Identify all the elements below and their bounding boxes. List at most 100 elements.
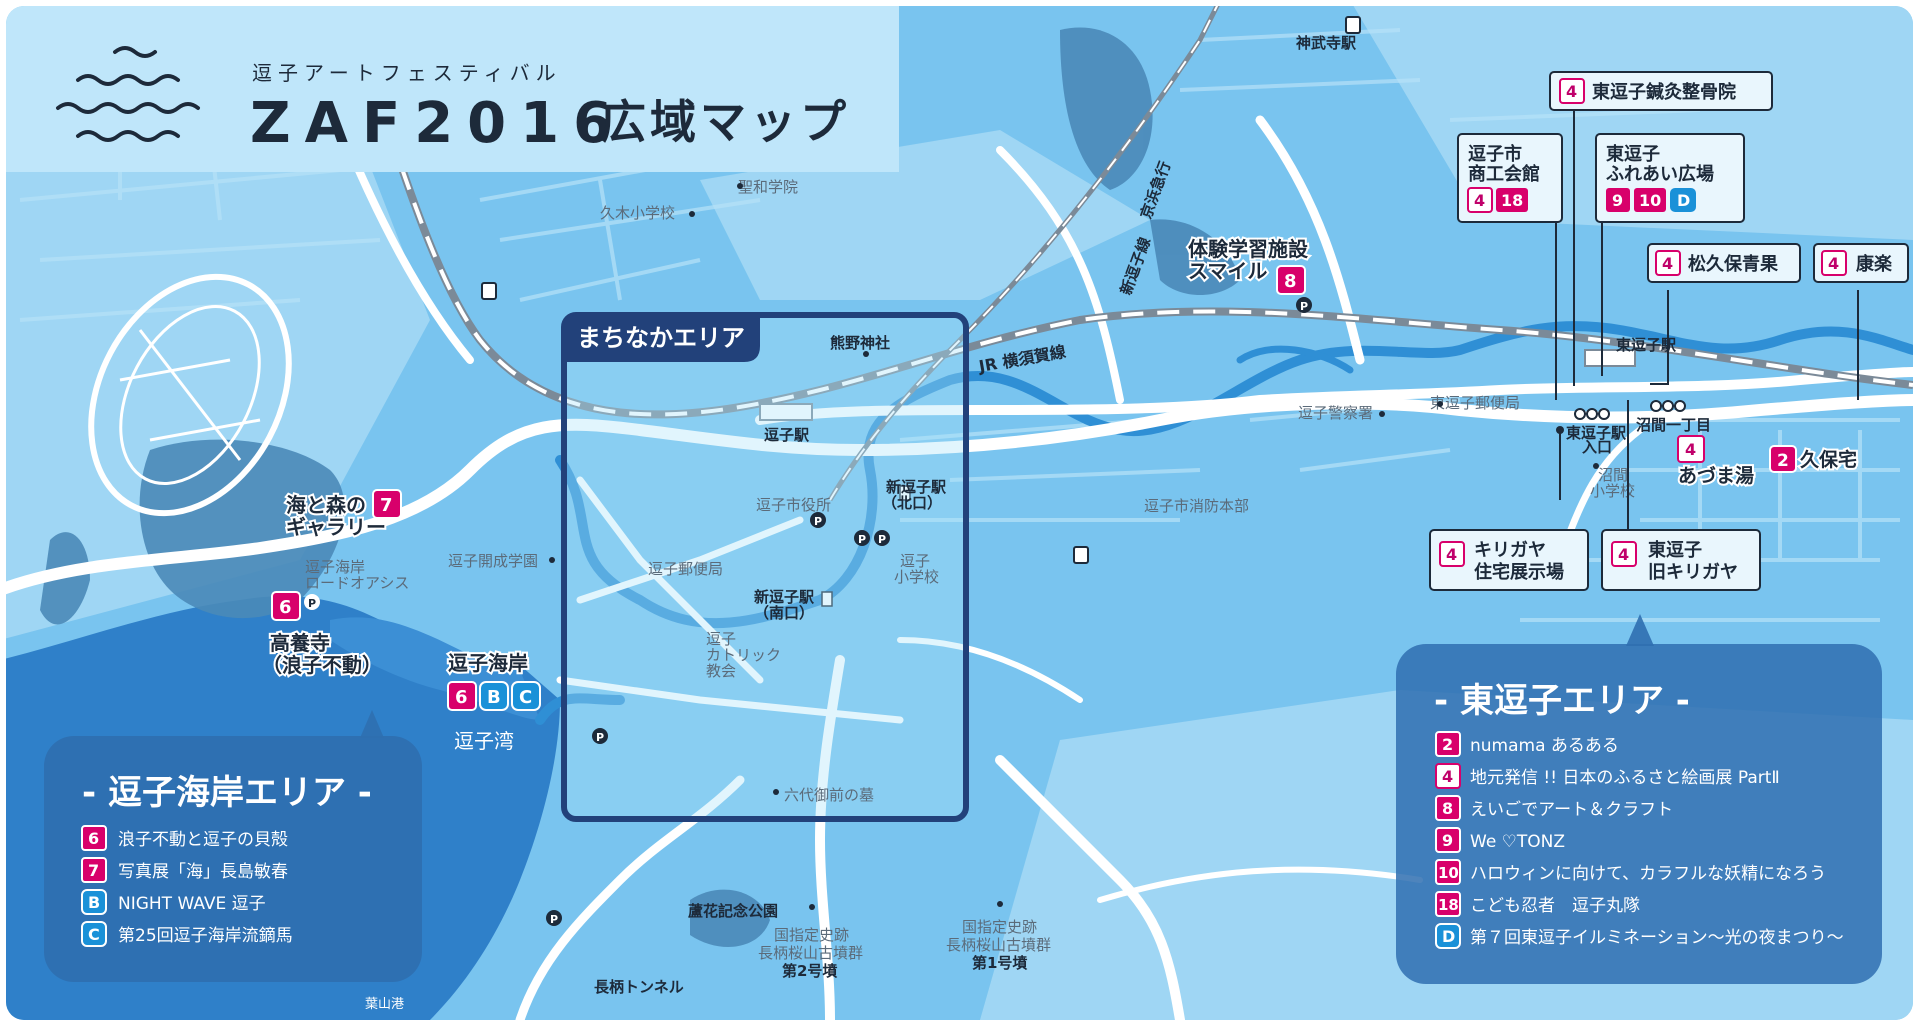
svg-text:P: P xyxy=(858,533,866,546)
title-subtitle: 逗子アートフェスティバル xyxy=(252,61,562,85)
parking-icon: P xyxy=(874,530,890,546)
label-police: 逗子警察署 xyxy=(1298,404,1373,422)
event-badge: 18 xyxy=(1496,188,1528,212)
svg-text:7: 7 xyxy=(88,861,99,880)
label-hisaki: 久木小学校 xyxy=(600,204,675,222)
legend-item-text: 写真展「海」長島敏春 xyxy=(118,862,288,882)
venue-kubo-residence[interactable]: 2 久保宅 xyxy=(1769,445,1859,473)
venue-matsukubo[interactable]: 4 松久保青果 xyxy=(1647,243,1801,283)
machinaka-tab xyxy=(564,315,760,362)
svg-text:6: 6 xyxy=(88,829,99,848)
svg-text:10: 10 xyxy=(1639,191,1661,210)
gas-station-icon xyxy=(481,282,497,300)
venue-name: 逗子海岸 xyxy=(448,651,528,675)
event-chip: 4 xyxy=(1559,78,1585,104)
legend-item: 4 地元発信 !! 日本のふるさと絵画展 PartⅡ xyxy=(1435,763,1780,789)
legend-item-text: ハロウィンに向けて、カラフルな妖精になろう xyxy=(1470,864,1826,884)
venue-zushi-kaigan[interactable]: 逗子海岸 6 B C xyxy=(446,649,541,711)
venue-koyoji[interactable]: 6 高養寺 （浪子不動） xyxy=(260,591,384,679)
label-kofun2-2: 長柄桜山古墳群 xyxy=(758,944,863,962)
machinaka-label: まちなかエリア xyxy=(577,324,745,352)
label-rokudai: 六代御前の墓 xyxy=(784,786,874,804)
stations xyxy=(759,349,1636,607)
label-nagara-tunnel: 長柄トンネル xyxy=(594,978,684,996)
venue-kirigaya-old[interactable]: 4 東逗子 旧キリガヤ xyxy=(1601,529,1761,591)
legend-title: - 東逗子エリア - xyxy=(1434,681,1690,721)
legend-item-text: 第25回逗子海岸流鏑馬 xyxy=(118,926,293,946)
svg-text:8: 8 xyxy=(1442,799,1453,818)
parking-icon: P xyxy=(592,728,608,744)
label-shinzushi-north-1: 新逗子駅 xyxy=(886,478,947,496)
legend-item-text: We ♡TONZ xyxy=(1470,832,1565,852)
venue-box xyxy=(1647,243,1801,283)
svg-text:7: 7 xyxy=(380,495,393,516)
svg-text:6: 6 xyxy=(279,597,292,618)
svg-text:4: 4 xyxy=(1685,440,1696,459)
event-badge: 2 xyxy=(1769,445,1797,473)
venue-kirigaya-showroom[interactable]: 4 キリガヤ 住宅展示場 xyxy=(1429,529,1589,591)
legend-item: 10 ハロウィンに向けて、カラフルな妖精になろう xyxy=(1435,859,1826,885)
legend-panel xyxy=(1396,644,1882,984)
svg-text:P: P xyxy=(550,913,558,926)
label-zushi-es-2: 小学校 xyxy=(894,568,939,586)
label-zushi-bay: 逗子湾 xyxy=(454,729,514,753)
label-kaisei: 逗子開成学園 xyxy=(448,552,538,570)
svg-text:B: B xyxy=(487,687,501,708)
legend-item: 18 こども忍者 逗子丸隊 xyxy=(1435,891,1640,917)
venue-name: あづま湯 xyxy=(1678,465,1754,487)
parking-icon: P xyxy=(1296,297,1312,313)
title-panel xyxy=(6,6,899,172)
bus-stop-icons xyxy=(1574,400,1686,420)
venue-shinkyu[interactable]: 4 東逗子鍼灸整骨院 xyxy=(1549,71,1773,111)
venue-koraku[interactable]: 4 康楽 xyxy=(1813,243,1909,283)
venue-name-line1: 東逗子 xyxy=(1648,539,1702,561)
event-badge: 6 xyxy=(447,681,477,711)
event-badge: 8 xyxy=(1276,265,1306,295)
label-seiwa: 聖和学院 xyxy=(738,178,798,196)
leader-lines xyxy=(1555,108,1859,530)
venue-azuma-yu[interactable]: 4 あづま湯 xyxy=(1676,435,1756,489)
parking-icon: P xyxy=(810,512,826,528)
legend-title: - 逗子海岸エリア - xyxy=(82,773,372,813)
label-higashi-entrance-2: 入口 xyxy=(1582,438,1612,456)
event-badge: 6 xyxy=(271,591,301,621)
svg-text:4: 4 xyxy=(1566,82,1577,101)
svg-text:4: 4 xyxy=(1618,545,1629,564)
venue-taiken-smile[interactable]: 体験学習施設 スマイル 8 xyxy=(1186,235,1311,295)
venue-name: 東逗子鍼灸整骨院 xyxy=(1592,81,1736,103)
venue-name-line1: キリガヤ xyxy=(1474,540,1546,561)
legend-item: 8 えいごでアート＆クラフト xyxy=(1435,795,1673,821)
venue-umi-mori-gallery[interactable]: 海と森の ギャラリー 7 xyxy=(284,489,402,541)
svg-text:P: P xyxy=(878,533,886,546)
dark-patches xyxy=(40,27,1240,947)
svg-text:4: 4 xyxy=(1828,254,1839,273)
label-roadoasis-1: 逗子海岸 xyxy=(305,558,365,576)
label-hayama-port: 葉山港 xyxy=(365,997,404,1012)
label-higashi-entrance-1: 東逗子駅 xyxy=(1566,424,1627,442)
legend-item-text: えいごでアート＆クラフト xyxy=(1470,800,1673,820)
venue-name-line2: 商工会館 xyxy=(1468,163,1540,185)
label-numama-1chome: 沼間一丁目 xyxy=(1636,416,1711,434)
svg-text:B: B xyxy=(88,893,100,912)
event-badge: 7 xyxy=(372,489,402,519)
svg-text:2: 2 xyxy=(1777,451,1789,471)
venue-name: 康楽 xyxy=(1856,253,1893,275)
legend-item: 6 浪子不動と逗子の貝殻 xyxy=(81,825,288,851)
label-numama-es-2: 小学校 xyxy=(1590,482,1635,500)
label-roadoasis-2: ロードオアシス xyxy=(305,574,409,592)
gas-station-icon xyxy=(1073,546,1089,564)
label-catholic-2: カトリック xyxy=(706,646,781,664)
label-kofun2-1: 国指定史跡 xyxy=(774,926,849,944)
venue-box xyxy=(1549,71,1773,111)
svg-text:2: 2 xyxy=(1442,735,1453,754)
venue-shokokai[interactable]: 逗子市 商工会館 4 18 xyxy=(1457,133,1563,223)
venue-name-line1: 海と森の xyxy=(286,493,366,517)
label-fire-dept: 逗子市消防本部 xyxy=(1144,497,1249,515)
parking-icon: P xyxy=(546,910,562,926)
venue-name-line2: 旧キリガヤ xyxy=(1648,562,1738,583)
venue-fureai[interactable]: 東逗子 ふれあい広場 9 10 D xyxy=(1595,133,1745,223)
svg-text:4: 4 xyxy=(1662,254,1673,273)
legend-item-text: NIGHT WAVE 逗子 xyxy=(118,894,266,914)
label-higashi-station: 東逗子駅 xyxy=(1616,336,1677,354)
venue-name: 松久保青果 xyxy=(1688,253,1779,275)
